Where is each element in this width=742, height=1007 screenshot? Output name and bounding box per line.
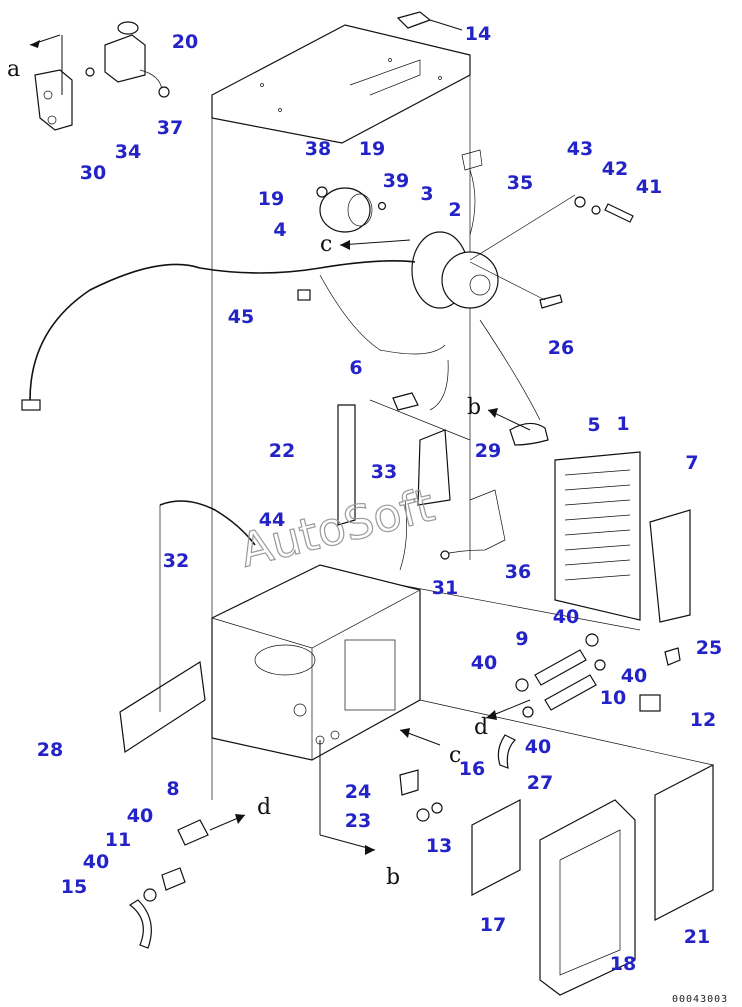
callout-number: 38 xyxy=(305,138,331,160)
small-fittings xyxy=(399,769,443,822)
side-panel-part-28 xyxy=(119,505,206,754)
callout-number: 37 xyxy=(157,117,183,139)
callout-number: 40 xyxy=(471,652,497,674)
pipe-part-32 xyxy=(159,500,256,546)
callout-number: 43 xyxy=(567,138,593,160)
flow-letter: d xyxy=(474,715,488,740)
callout-number: 40 xyxy=(621,665,647,687)
callout-number: 10 xyxy=(600,687,626,709)
callout-number: 32 xyxy=(163,550,189,572)
callout-number-layer: 1234567891011121314151617181919202122232… xyxy=(37,23,722,975)
callout-number: 26 xyxy=(548,337,574,359)
flow-letter: b xyxy=(467,395,481,420)
callout-number: 9 xyxy=(515,628,528,650)
flow-letter: d xyxy=(257,795,271,820)
callout-number: 40 xyxy=(127,805,153,827)
lower-hose-parts xyxy=(128,819,209,949)
callout-number: 11 xyxy=(105,829,131,851)
callout-number: 20 xyxy=(172,31,198,53)
callout-number: 18 xyxy=(610,953,636,975)
callout-number: 19 xyxy=(359,138,385,160)
callout-number: 40 xyxy=(83,851,109,873)
callout-number: 36 xyxy=(505,561,531,583)
heater-case xyxy=(211,564,421,761)
flow-letter: c xyxy=(320,232,332,257)
callout-number: 35 xyxy=(507,172,533,194)
callout-number: 45 xyxy=(228,306,254,328)
callout-number: 33 xyxy=(371,461,397,483)
document-number: 00043003 xyxy=(672,994,728,1005)
flow-letter: c xyxy=(449,743,461,768)
callout-number: 15 xyxy=(61,876,87,898)
fastener-set xyxy=(469,194,634,309)
top-cover-panel xyxy=(211,24,471,800)
callout-number: 30 xyxy=(80,162,106,184)
actuator-bracket-assembly xyxy=(29,21,170,131)
flow-letter: a xyxy=(7,57,20,82)
callout-number: 23 xyxy=(345,810,371,832)
callout-number: 31 xyxy=(432,577,458,599)
flow-arrows xyxy=(209,239,531,855)
flow-letter: b xyxy=(386,865,400,890)
wiring-harness xyxy=(21,260,446,411)
callout-number: 41 xyxy=(636,176,662,198)
callout-number: 14 xyxy=(465,23,491,45)
heater-hoses xyxy=(399,584,641,769)
callout-number: 8 xyxy=(166,778,179,800)
callout-number: 16 xyxy=(459,758,485,780)
callout-number: 29 xyxy=(475,440,501,462)
callout-number: 4 xyxy=(273,219,286,241)
callout-number: 27 xyxy=(527,772,553,794)
callout-number: 25 xyxy=(696,637,722,659)
callout-number: 12 xyxy=(690,709,716,731)
callout-number: 7 xyxy=(685,452,698,474)
callout-number: 34 xyxy=(115,141,141,163)
mounting-brackets xyxy=(337,399,506,571)
blower-motor-assembly xyxy=(316,149,499,309)
callout-number: 2 xyxy=(448,199,461,221)
callout-number: 21 xyxy=(684,926,710,948)
clip-parts-25-12 xyxy=(639,647,681,712)
heater-core-part-1 xyxy=(554,451,691,623)
callout-number: 39 xyxy=(383,170,409,192)
callout-number: 24 xyxy=(345,781,371,803)
callout-number: 19 xyxy=(258,188,284,210)
callout-number: 1 xyxy=(616,413,629,435)
callout-number: 5 xyxy=(587,414,600,436)
callout-number: 42 xyxy=(602,158,628,180)
callout-number: 40 xyxy=(525,736,551,758)
callout-number: 6 xyxy=(349,357,362,379)
callout-number: 28 xyxy=(37,739,63,761)
callout-number: 3 xyxy=(420,183,433,205)
callout-number: 22 xyxy=(269,440,295,462)
grommet-part-14 xyxy=(396,11,463,31)
filter-and-panels xyxy=(419,699,714,996)
callout-number: 44 xyxy=(259,509,285,531)
callout-number: 13 xyxy=(426,835,452,857)
duct-hose-part-5 xyxy=(392,319,549,446)
callout-number: 17 xyxy=(480,914,506,936)
callout-number: 40 xyxy=(553,606,579,628)
